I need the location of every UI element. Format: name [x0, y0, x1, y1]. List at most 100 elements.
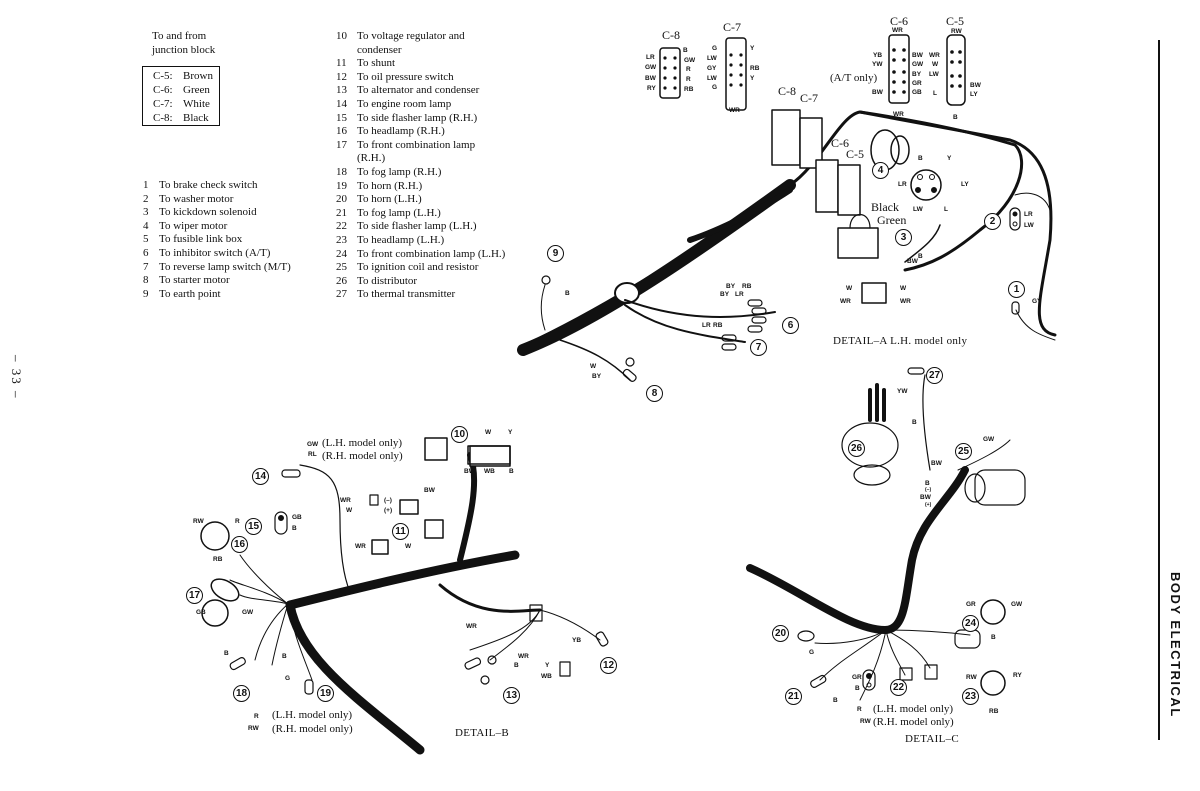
relay-wire-black: Black — [871, 200, 899, 214]
parts-list-item: 4 To wiper motor — [143, 220, 291, 234]
wire-label: G — [809, 649, 815, 656]
callout-2: 2 — [984, 213, 1001, 230]
wire-label: GW — [983, 436, 995, 443]
callout-21: 21 — [785, 688, 802, 705]
callout-10: 10 — [451, 426, 468, 443]
wire-label: YB — [873, 52, 883, 59]
junction-legend-heading: To and from junction block — [152, 30, 216, 56]
wire-label: LW — [707, 55, 717, 62]
wire-label: GY — [707, 65, 717, 72]
callout-26: 26 — [848, 440, 865, 457]
callout-1: 1 — [1008, 281, 1025, 298]
harness-c-wire-27 — [922, 374, 931, 471]
connector-c5-title: C-5 — [946, 14, 964, 28]
section-title: BODY ELECTRICAL — [1168, 572, 1183, 718]
callout-15: 15 — [245, 518, 262, 535]
wire-label: LY — [970, 91, 978, 98]
harness-c-main — [746, 466, 969, 634]
callout-23: 23 — [962, 688, 979, 705]
wire-label: LW — [707, 75, 717, 82]
wire-label: B — [912, 419, 917, 426]
wire-label: WR — [892, 27, 903, 34]
wire-label: B — [509, 468, 514, 475]
wire-label: GR — [912, 80, 922, 87]
callout-18: 18 — [233, 685, 250, 702]
wire-label: RW — [193, 518, 204, 525]
callout-14: 14 — [252, 468, 269, 485]
callout-7: 7 — [750, 339, 767, 356]
legend-row: C-8:Black — [153, 112, 209, 124]
wire-label: YB — [572, 637, 582, 644]
parts-list-item: 14 To engine room lamp — [336, 98, 505, 112]
item-number: 3 — [143, 206, 149, 219]
callout-3: 3 — [895, 229, 912, 246]
callout-27: 27 — [926, 367, 943, 384]
wire-label: R — [857, 706, 862, 713]
parts-list-item: 3 To kickdown solenoid — [143, 206, 291, 220]
harness-b-branch-13 — [438, 583, 542, 613]
wire-label: LR — [702, 322, 711, 329]
item-text: To headlamp (R.H.) — [357, 125, 445, 138]
grommet — [614, 282, 640, 304]
wire-label: BW — [872, 89, 883, 96]
item-text: To shunt — [357, 57, 396, 70]
item-number: 4 — [143, 219, 149, 232]
item-number: 14 — [336, 97, 347, 110]
item-text: To reverse lamp switch (M/T) — [159, 260, 291, 273]
item-text: To front combination lamp — [357, 138, 476, 151]
wire-label: LW — [929, 71, 939, 78]
parts-list-item: 25 To ignition coil and resistor — [336, 261, 505, 275]
wire-label: (+) — [925, 502, 932, 508]
item-text: To wiper motor — [159, 219, 228, 232]
callout-22: 22 — [890, 679, 907, 696]
harness-b-down — [285, 600, 425, 755]
item-text: To thermal transmitter — [357, 288, 456, 301]
lamp14-lh-note: (L.H. model only) — [322, 437, 403, 449]
item-number: 2 — [143, 192, 149, 205]
wire-label: LR — [1024, 211, 1033, 218]
item-number: 25 — [336, 261, 347, 274]
wire-label: L — [933, 90, 937, 97]
item-text: To headlamp (L.H.) — [357, 233, 445, 246]
item-number: 10 — [336, 30, 347, 42]
relay-wire-green: Green — [877, 213, 907, 227]
callout-16: 16 — [231, 536, 248, 553]
wire-label: W — [932, 61, 939, 68]
item-text: To earth point — [159, 287, 221, 300]
item-text: To oil pressure switch — [357, 70, 454, 83]
harness-b-wire-14 — [299, 464, 351, 593]
wire-label: B — [925, 480, 930, 487]
callout-9: 9 — [547, 245, 564, 262]
wire-label: WR — [893, 111, 904, 118]
wire-label: W — [485, 429, 492, 436]
item-text: To engine room lamp — [357, 97, 452, 110]
wire-label: B — [292, 525, 297, 532]
item-number: 8 — [143, 274, 149, 287]
item-text: To ignition coil and resistor — [357, 261, 479, 274]
item-text: To distributor — [357, 274, 418, 287]
harness-label-c5: C-5 — [846, 147, 864, 161]
wire-label: GW — [242, 609, 254, 616]
wire-label: Y — [545, 662, 550, 669]
harness-label-c6: C-6 — [831, 136, 849, 150]
item-text: To kickdown solenoid — [159, 206, 257, 219]
wire-label: (+) — [384, 507, 393, 514]
wire-label: B — [991, 634, 996, 641]
item-number: 22 — [336, 220, 347, 233]
item-text: To front combination lamp (L.H.) — [357, 247, 506, 260]
wire-label: RW — [860, 718, 871, 725]
